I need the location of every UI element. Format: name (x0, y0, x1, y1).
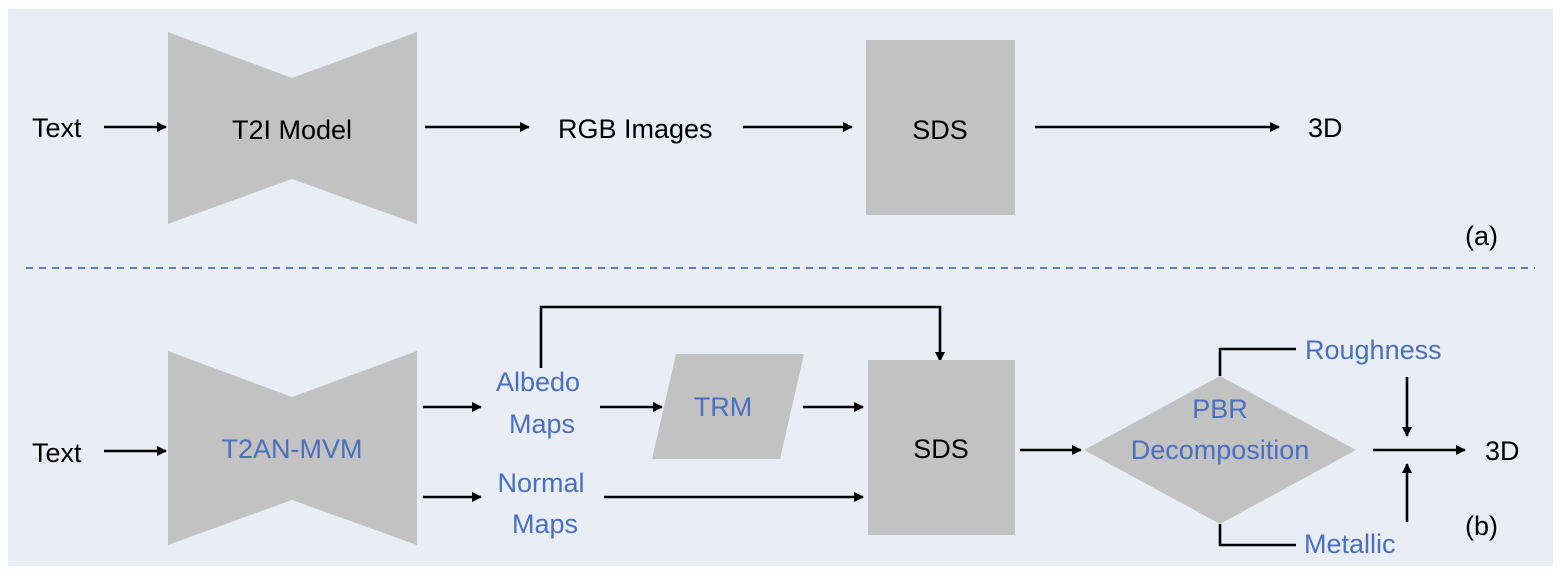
b-text-label: Text (32, 438, 82, 468)
a-sds-box (866, 40, 1015, 215)
b-sds-box (868, 360, 1015, 535)
b-line-pbr-to-roughness (1218, 347, 1296, 376)
a-3d-label: 3D (1308, 113, 1343, 143)
b-normal-line2: Maps (512, 509, 578, 539)
a-sds-label: SDS (912, 115, 968, 145)
b-metallic-label: Metallic (1304, 529, 1396, 559)
b-panel-tag: (b) (1465, 511, 1498, 541)
b-arrow-albedo-skip-to-sds (539, 305, 945, 368)
b-t2an-mvm-label: T2AN-MVM (222, 434, 363, 464)
panel-b: Text T2AN-MVM Albedo Maps TRM Normal Map… (32, 305, 1520, 559)
b-albedo-line1: Albedo (496, 367, 580, 397)
a-panel-tag: (a) (1465, 221, 1498, 251)
b-pbr-line1: PBR (1192, 394, 1248, 424)
b-3d-label: 3D (1485, 436, 1520, 466)
b-pbr-line2: Decomposition (1131, 435, 1310, 465)
b-albedo-line2: Maps (509, 409, 575, 439)
panel-a: Text T2I Model RGB Images SDS 3D (a) (32, 32, 1498, 251)
b-trm-label: TRM (694, 392, 752, 422)
b-sds-label: SDS (913, 434, 969, 464)
a-text-label: Text (32, 113, 82, 143)
a-t2i-model-shape (168, 32, 417, 224)
b-normal-line1: Normal (497, 468, 584, 498)
b-trm-shape (652, 354, 804, 459)
b-line-pbr-to-metallic (1218, 524, 1296, 547)
b-t2an-mvm-shape (168, 351, 417, 545)
a-t2i-model-label: T2I Model (232, 115, 352, 145)
b-pbr-diamond (1084, 376, 1356, 524)
a-rgb-images-label: RGB Images (558, 114, 713, 144)
b-roughness-label: Roughness (1305, 335, 1442, 365)
